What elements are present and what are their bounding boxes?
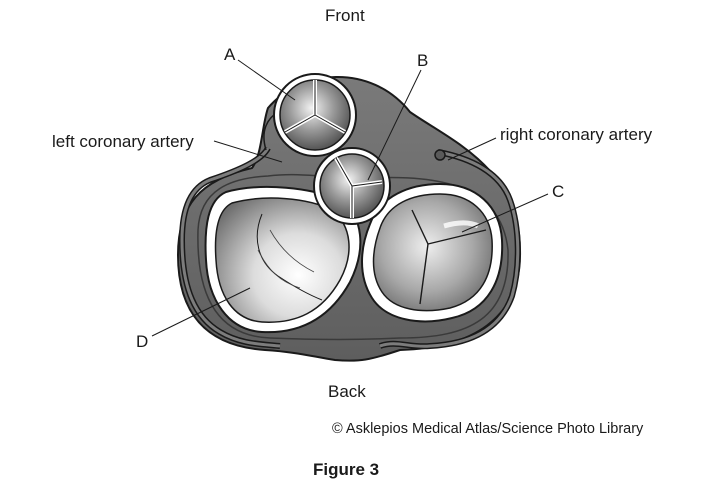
figure-caption: Figure 3 — [313, 460, 380, 479]
image-credit: © Asklepios Medical Atlas/Science Photo … — [332, 421, 644, 437]
front-label: Front — [325, 6, 365, 25]
tissue-inner-band — [197, 173, 509, 341]
leader-c — [461, 193, 549, 233]
leader-right-coronary — [447, 137, 497, 161]
valve-b-aortic — [313, 147, 391, 225]
back-label: Back — [328, 382, 366, 401]
leader-d — [151, 287, 251, 337]
valve-a-pulmonary — [273, 73, 357, 157]
label-c: C — [552, 182, 565, 201]
label-a: A — [224, 45, 236, 64]
valve-d-mitral — [204, 185, 362, 334]
label-d: D — [136, 332, 149, 351]
leader-b — [367, 69, 422, 181]
right-coronary-artery-label: right coronary artery — [500, 125, 653, 144]
left-coronary-artery-label: left coronary artery — [52, 132, 194, 151]
valve-c-tricuspid — [361, 182, 504, 323]
label-b: B — [417, 51, 429, 70]
leader-left-coronary — [213, 140, 283, 163]
right-coronary-ostium — [434, 149, 446, 161]
leader-a — [237, 59, 296, 101]
